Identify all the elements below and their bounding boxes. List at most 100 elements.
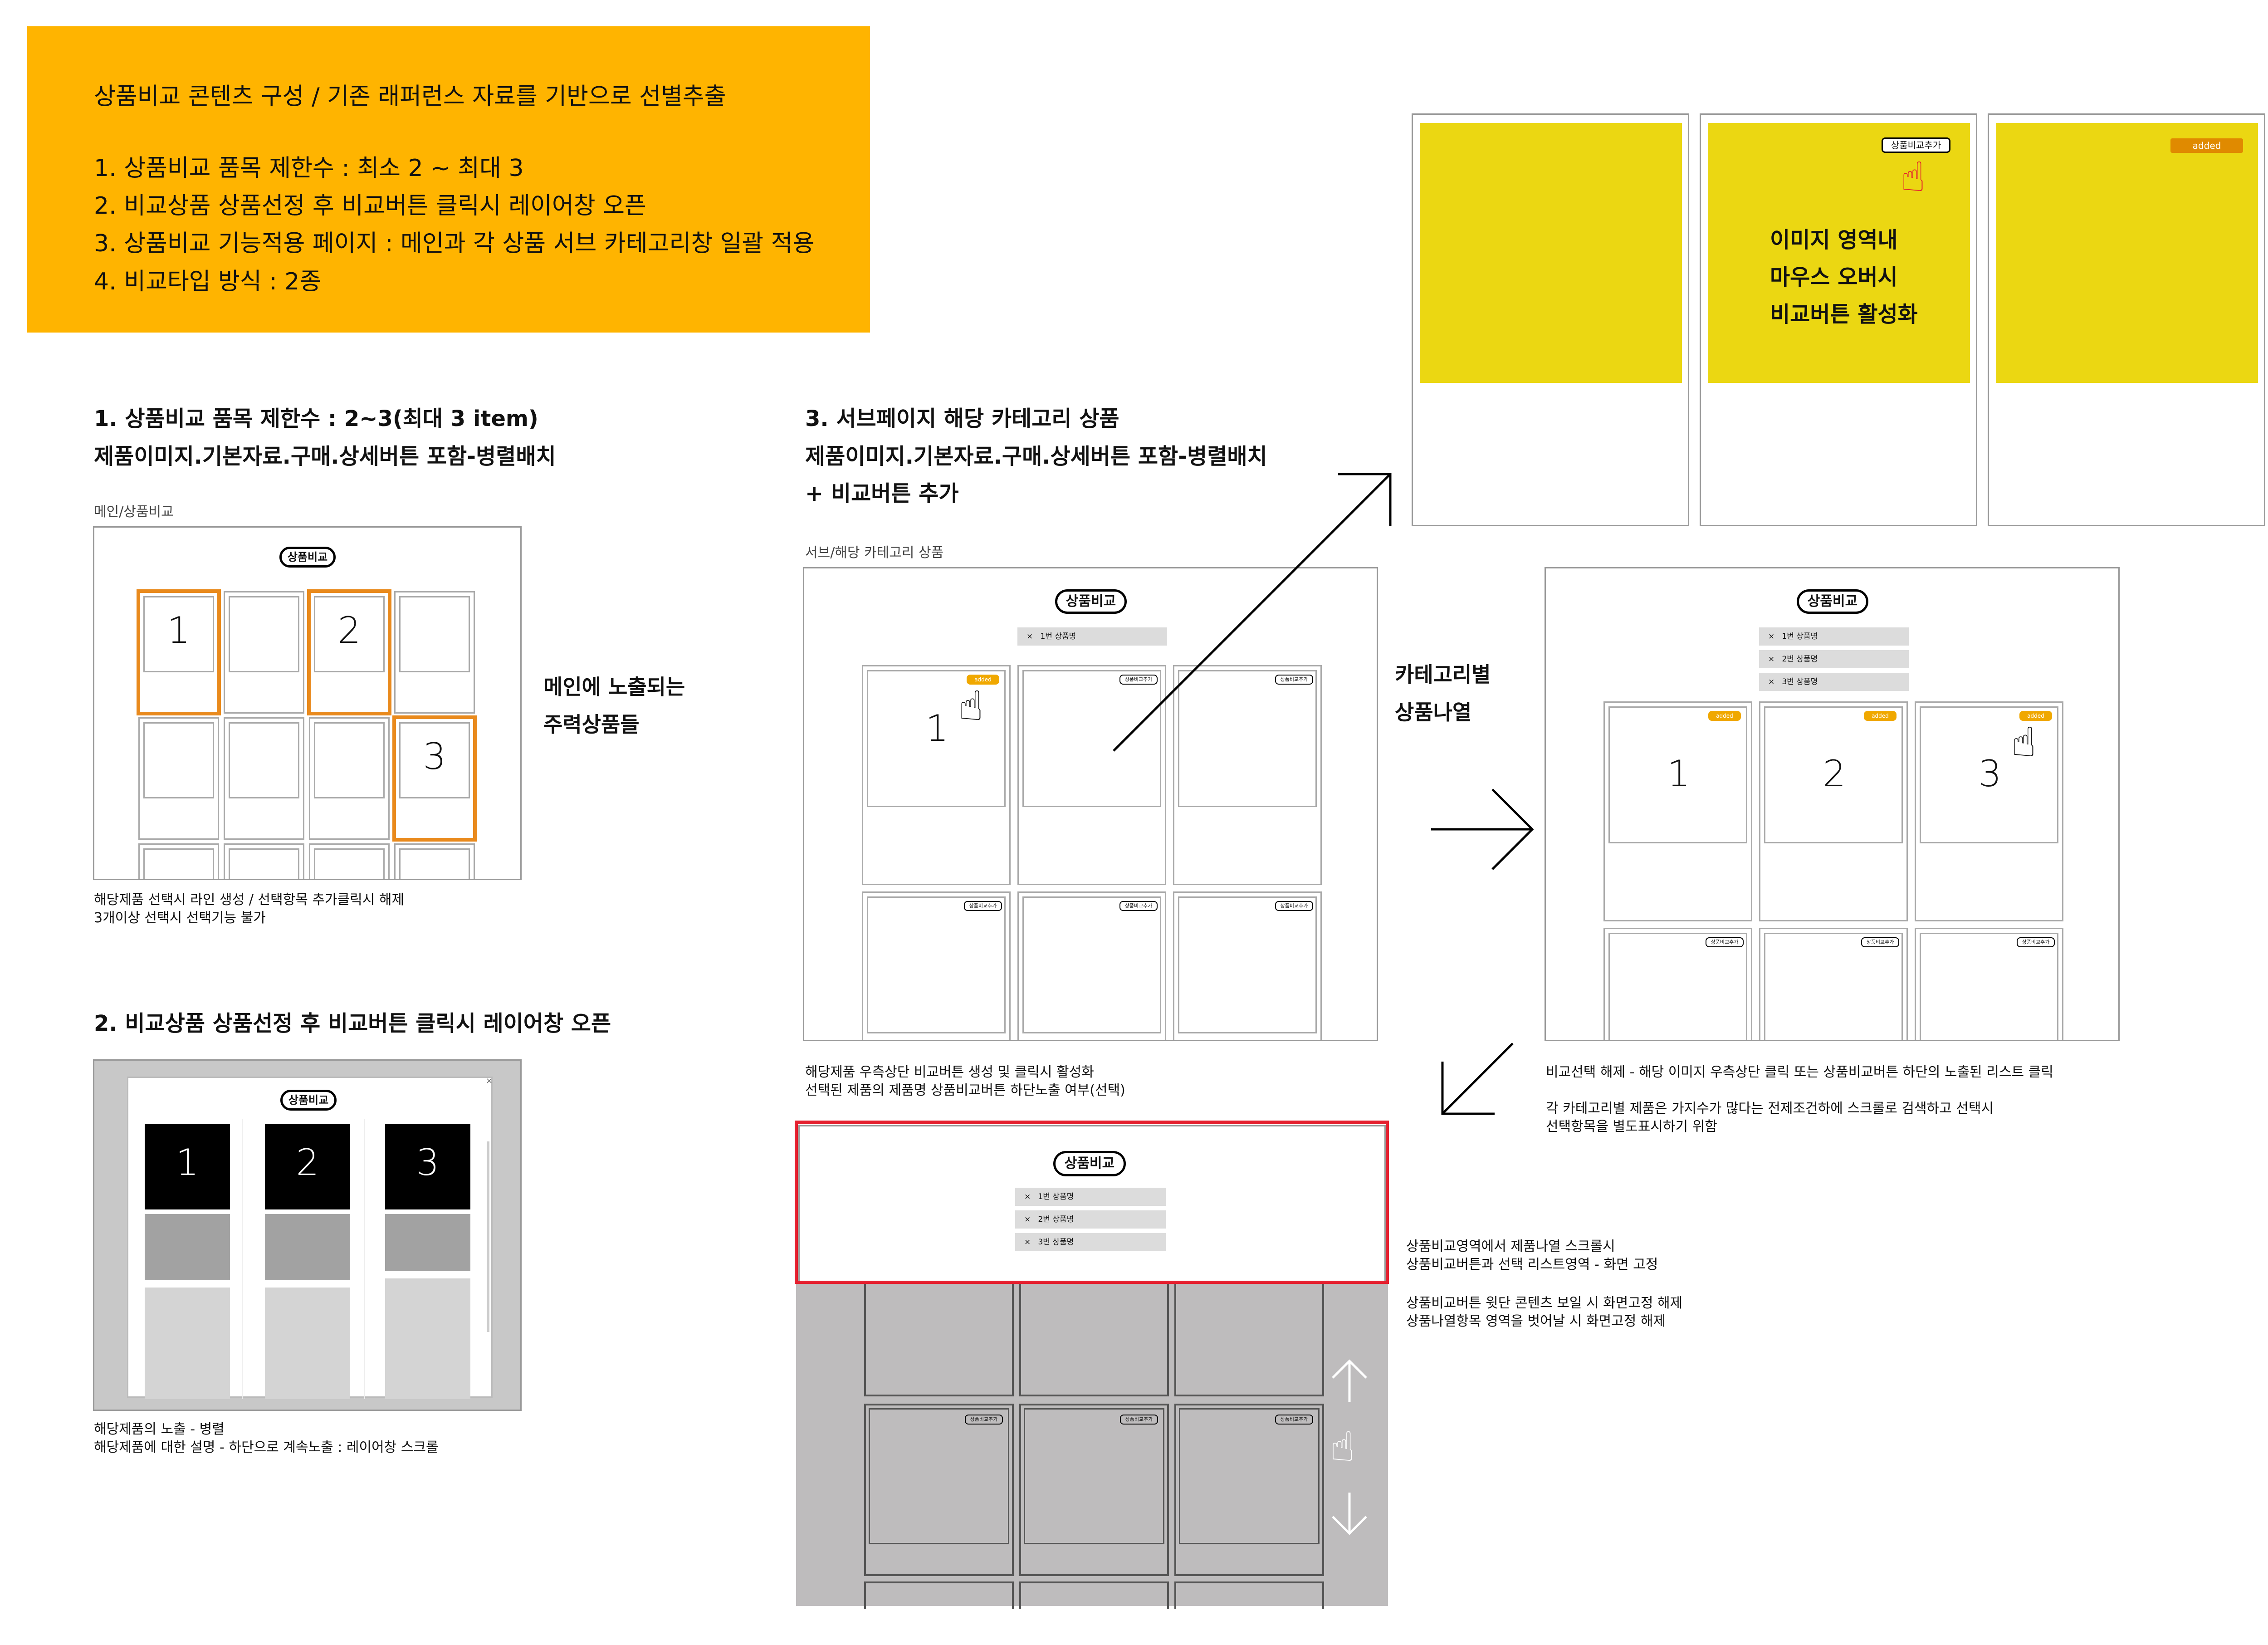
- remove-icon[interactable]: ×: [1024, 1215, 1031, 1224]
- product-cell[interactable]: 상품비교추가: [862, 891, 1011, 1040]
- selection-number-2: 2: [1823, 753, 1846, 795]
- fixed-note-1: 상품비교영역에서 제품나열 스크롤시: [1406, 1239, 1615, 1254]
- add-compare-button[interactable]: 상품비교추가: [1119, 901, 1158, 911]
- product-cell[interactable]: 상품비교추가: [1173, 665, 1322, 885]
- section2-note-2: 해당제품에 대한 설명 - 하단으로 계속노출 : 레이어창 스크롤: [94, 1439, 439, 1455]
- selection-number-2: 2: [337, 609, 361, 651]
- selected-item-label: 1번 상품명: [1038, 1192, 1074, 1201]
- compare-button[interactable]: 상품비교: [279, 547, 336, 568]
- product-image-area[interactable]: [1708, 123, 1970, 383]
- product-cell[interactable]: added 1 ☝: [862, 665, 1011, 885]
- add-compare-button[interactable]: 상품비교추가: [1882, 137, 1950, 153]
- product-cell[interactable]: 상품비교추가: [1017, 665, 1166, 885]
- add-compare-button[interactable]: 상품비교추가: [1120, 1415, 1158, 1425]
- selected-item-label: 2번 상품명: [1782, 655, 1818, 664]
- product-image-area: [1996, 123, 2258, 383]
- main-compare-frame: 상품비교 1 2 3: [93, 526, 522, 880]
- selected-list-item[interactable]: × 2번 상품명: [1759, 650, 1909, 668]
- grey-cell[interactable]: 상품비교추가: [864, 1404, 1014, 1576]
- compare-button[interactable]: 상품비교: [1055, 589, 1127, 614]
- added-tag[interactable]: added: [2019, 711, 2052, 721]
- product-cell[interactable]: [138, 843, 219, 879]
- grey-cell[interactable]: 상품비교추가: [1019, 1404, 1169, 1576]
- header-item-4: 4. 비교타입 방식 : 2종: [94, 268, 322, 295]
- scrollbar[interactable]: [487, 1141, 489, 1332]
- selected-item-label: 1번 상품명: [1040, 632, 1076, 641]
- compare-button[interactable]: 상품비교: [1053, 1151, 1126, 1176]
- fixed-note-3: 상품비교버튼 윗단 콘텐츠 보일 시 화면고정 해제: [1406, 1295, 1683, 1311]
- grey-cell[interactable]: 상품비교추가: [1174, 1404, 1324, 1576]
- add-compare-button[interactable]: 상품비교추가: [965, 1415, 1003, 1425]
- add-compare-button[interactable]: 상품비교추가: [1119, 675, 1158, 685]
- added-tag[interactable]: added: [1708, 711, 1741, 721]
- add-compare-button[interactable]: 상품비교추가: [964, 901, 1002, 911]
- close-icon[interactable]: ×: [486, 1076, 493, 1086]
- selected-item-label: 1번 상품명: [1782, 632, 1818, 641]
- remove-icon[interactable]: ×: [1768, 632, 1775, 641]
- product-description: [385, 1278, 470, 1399]
- product-cell[interactable]: added 2: [1759, 701, 1908, 921]
- add-compare-button[interactable]: 상품비교추가: [1275, 901, 1313, 911]
- remove-icon[interactable]: ×: [1026, 632, 1033, 641]
- product-cell[interactable]: 상품비교추가: [1603, 928, 1752, 1040]
- added-tag[interactable]: added: [1864, 711, 1897, 721]
- add-compare-button[interactable]: 상품비교추가: [2017, 937, 2055, 947]
- add-compare-button[interactable]: 상품비교추가: [1275, 675, 1313, 685]
- category-label-2: 상품나열: [1395, 700, 1472, 725]
- product-cell[interactable]: added 1: [1603, 701, 1752, 921]
- remove-icon[interactable]: ×: [1024, 1238, 1031, 1247]
- product-cell[interactable]: [309, 843, 390, 879]
- arrow-right-icon: [1431, 788, 1534, 870]
- selected-outline: [392, 715, 477, 842]
- category-frame: 상품비교 × 1번 상품명 × 2번 상품명 × 3번 상품명 added 1 …: [1545, 567, 2120, 1041]
- remove-icon[interactable]: ×: [1024, 1192, 1031, 1201]
- grey-cell[interactable]: [864, 1581, 1014, 1609]
- product-cell[interactable]: [224, 843, 304, 879]
- product-cell[interactable]: [224, 717, 304, 840]
- selected-list-item[interactable]: × 1번 상품명: [1015, 1188, 1166, 1206]
- product-cell[interactable]: 상품비교추가: [1017, 891, 1166, 1040]
- remove-icon[interactable]: ×: [1768, 677, 1775, 686]
- added-tag[interactable]: added: [2170, 138, 2243, 153]
- compare-number-1: 1: [176, 1141, 199, 1184]
- selection-number-1: 1: [1667, 753, 1691, 795]
- scroll-indicator: [1332, 1359, 1367, 1535]
- product-image: [145, 1124, 230, 1209]
- product-cell[interactable]: [394, 843, 475, 879]
- section3-heading: 3. 서브페이지 해당 카테고리 상품: [805, 406, 1119, 431]
- section1-heading: 1. 상품비교 품목 제한수 : 2~3(최대 3 item): [94, 406, 538, 431]
- add-compare-button[interactable]: 상품비교추가: [1275, 1415, 1313, 1425]
- hover-note-3: 비교버튼 활성화: [1770, 302, 1918, 327]
- product-cell[interactable]: added 3 ☝: [1915, 701, 2063, 921]
- remove-icon[interactable]: ×: [1768, 655, 1775, 664]
- header-item-3: 3. 상품비교 기능적용 페이지 : 메인과 각 상품 서브 카테고리창 일괄 …: [94, 230, 815, 257]
- product-cell[interactable]: [309, 717, 390, 840]
- selected-list-item[interactable]: × 1번 상품명: [1759, 627, 1909, 646]
- product-cell[interactable]: [138, 591, 219, 714]
- selected-item-label: 2번 상품명: [1038, 1215, 1074, 1224]
- product-cell[interactable]: 상품비교추가: [1915, 928, 2063, 1040]
- product-cell[interactable]: 상품비교추가: [1759, 928, 1908, 1040]
- category-label-1: 카테고리별: [1395, 662, 1491, 687]
- product-cell[interactable]: [394, 591, 475, 714]
- selected-list-item[interactable]: × 2번 상품명: [1015, 1210, 1166, 1229]
- section3-note-2: 선택된 제품의 제품명 상품비교버튼 하단노출 여부(선택): [805, 1082, 1125, 1098]
- selected-outline: [137, 589, 221, 715]
- selected-list-item[interactable]: × 3번 상품명: [1015, 1233, 1166, 1251]
- grey-cell[interactable]: [1174, 1581, 1324, 1609]
- grey-cell[interactable]: [1019, 1581, 1169, 1609]
- add-compare-button[interactable]: 상품비교추가: [1706, 937, 1744, 947]
- product-cell[interactable]: 상품비교추가: [1173, 891, 1322, 1040]
- product-cell[interactable]: [138, 717, 219, 840]
- selected-list-item[interactable]: × 1번 상품명: [1017, 627, 1167, 646]
- section2-heading: 2. 비교상품 상품선정 후 비교버튼 클릭시 레이어창 오픈: [94, 1011, 611, 1036]
- product-cell[interactable]: [224, 591, 304, 714]
- add-compare-button[interactable]: 상품비교추가: [1861, 937, 1899, 947]
- selected-list-item[interactable]: × 3번 상품명: [1759, 673, 1909, 691]
- fixed-note-2: 상품비교버튼과 선택 리스트영역 - 화면 고정: [1406, 1257, 1658, 1273]
- product-image: [265, 1124, 350, 1209]
- compare-button[interactable]: 상품비교: [1797, 589, 1868, 614]
- compare-number-2: 2: [296, 1141, 319, 1184]
- compare-button[interactable]: 상품비교: [280, 1090, 337, 1111]
- added-tag[interactable]: added: [967, 675, 999, 685]
